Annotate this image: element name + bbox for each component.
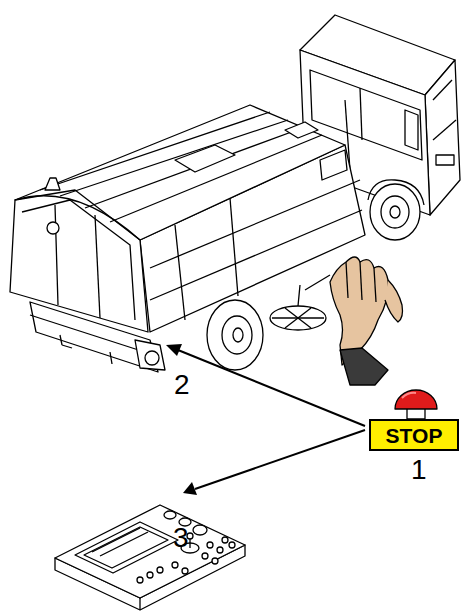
control-panel	[55, 505, 245, 610]
pointer-arrows	[166, 344, 365, 495]
callout-number: 3	[173, 524, 189, 552]
stop-button-dome	[395, 390, 437, 419]
wheel-and-brush	[207, 275, 330, 370]
suction-unit	[30, 302, 165, 372]
hand	[330, 257, 403, 385]
sign-text: STOP	[386, 425, 443, 446]
callout-number: 1	[411, 456, 427, 484]
hopper-body	[10, 105, 365, 332]
stop-sign: STOP	[369, 419, 459, 451]
callout-number: 2	[174, 371, 190, 399]
